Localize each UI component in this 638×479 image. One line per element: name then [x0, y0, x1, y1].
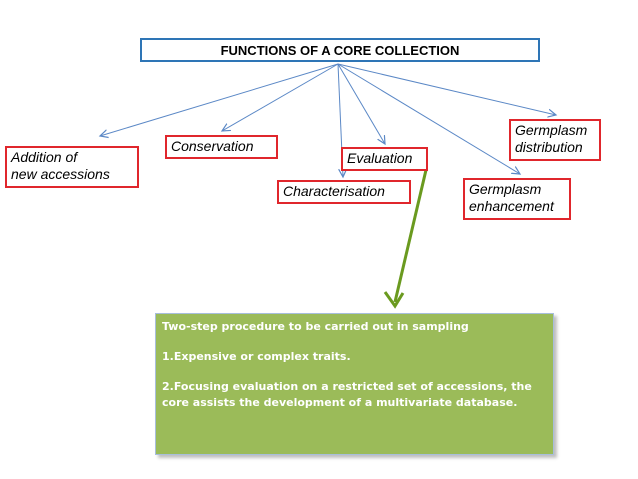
green-arrow	[383, 169, 428, 309]
arrow-to-distribution	[337, 63, 556, 115]
info-box: Two-step procedure to be carried out in …	[155, 313, 554, 455]
node-germplasm-distribution: Germplasm distribution	[509, 119, 601, 161]
arrow-to-evaluation	[337, 63, 385, 144]
page-title: FUNCTIONS OF A CORE COLLECTION	[140, 38, 540, 62]
info-point-2: 2.Focusing evaluation on a restricted se…	[162, 380, 532, 409]
node-characterisation-label: Characterisation	[283, 183, 385, 199]
node-characterisation: Characterisation	[277, 180, 411, 204]
info-point-1: 1.Expensive or complex traits.	[162, 350, 351, 363]
node-evaluation: Evaluation	[341, 147, 428, 171]
arrow-to-enhancement	[337, 63, 520, 174]
node-addition-line-1: Addition of	[11, 149, 78, 165]
node-addition-line-2: new accessions	[11, 166, 110, 182]
node-enhancement-line-2: enhancement	[469, 198, 554, 214]
arrow-to-addition	[100, 63, 339, 136]
node-conservation-label: Conservation	[171, 138, 254, 154]
info-heading: Two-step procedure to be carried out in …	[162, 320, 469, 333]
node-germplasm-enhancement: Germplasm enhancement	[463, 178, 571, 220]
node-conservation: Conservation	[165, 135, 278, 159]
node-evaluation-label: Evaluation	[347, 150, 413, 166]
node-distribution-line-1: Germplasm	[515, 122, 588, 138]
node-distribution-line-2: distribution	[515, 139, 583, 155]
arrow-to-conservation	[222, 63, 339, 131]
node-addition-of-new-accessions: Addition of new accessions	[5, 146, 139, 188]
node-enhancement-line-1: Germplasm	[469, 181, 542, 197]
